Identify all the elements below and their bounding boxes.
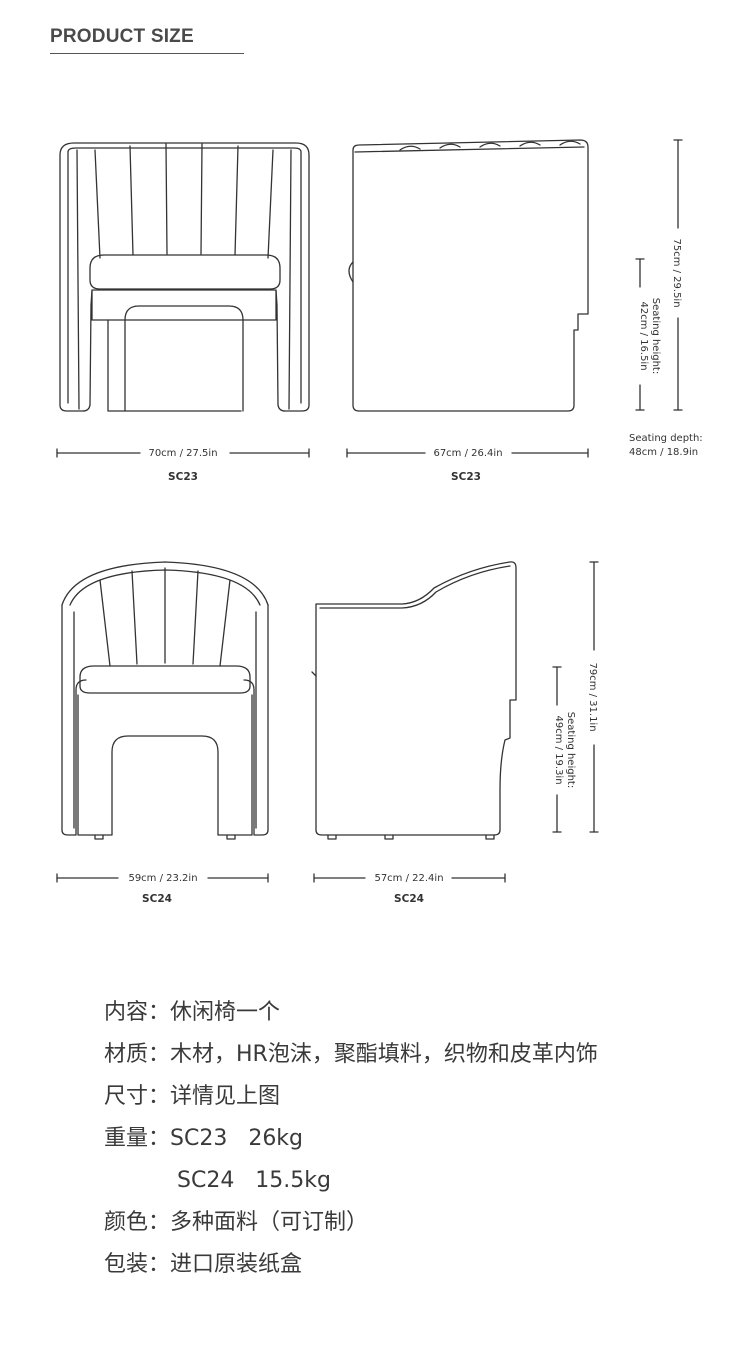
sc23-side-width-label: 67cm / 26.4in [433, 448, 502, 459]
spec-weight-sc24: SC24 15.5kg [177, 1168, 331, 1193]
sc24-side-view [311, 561, 517, 840]
sc23-front-width-label: 70cm / 27.5in [148, 448, 217, 459]
spec-material-label: 材质： [104, 1042, 171, 1067]
spec-package: 包装：进口原装纸盒 [104, 1254, 302, 1276]
spec-size-label: 尺寸： [104, 1084, 171, 1109]
sc24-seat-height-title: Seating height: [565, 712, 576, 788]
spec-content-label: 内容： [104, 1000, 171, 1025]
page-title: PRODUCT SIZE [50, 26, 194, 47]
spec-color-value: 多种面料（可订制） [170, 1210, 369, 1235]
sc24-side-width-label: 57cm / 22.4in [374, 873, 443, 884]
spec-size: 尺寸：详情见上图 [104, 1086, 280, 1108]
sc23-seat-height-label: 42cm / 16.5in [638, 301, 649, 370]
spec-weight-sc23: SC23 26kg [170, 1126, 304, 1151]
sc24-side-model-label: SC24 [394, 893, 424, 905]
dimension-drawings: 70cm / 27.5in SC23 67cm / 26.4in SC23 75… [56, 139, 703, 905]
spec-package-label: 包装： [104, 1252, 171, 1277]
sc23-side-model-label: SC23 [451, 471, 481, 483]
sc23-front-view [59, 142, 310, 412]
sc24-seat-height-label: 49cm / 19.3in [553, 715, 564, 784]
header-underline [50, 53, 244, 54]
sc23-seat-height-title: Seating height: [650, 298, 661, 374]
spec-color-label: 颜色： [104, 1210, 171, 1235]
sc24-front-model-label: SC24 [142, 893, 172, 905]
sc24-height-label: 79cm / 31.1in [587, 662, 598, 731]
sc24-front-view [61, 561, 269, 840]
spec-color: 颜色：多种面料（可订制） [104, 1212, 368, 1234]
sc23-seat-depth-title: Seating depth: [629, 433, 703, 444]
product-size-header: PRODUCT SIZE [50, 26, 194, 48]
sc24-front-width-label: 59cm / 23.2in [128, 873, 197, 884]
spec-package-value: 进口原装纸盒 [170, 1252, 303, 1277]
spec-weight-row-2: SC24 15.5kg [177, 1170, 331, 1192]
spec-weight-label: 重量： [104, 1126, 171, 1151]
sc23-front-model-label: SC23 [168, 471, 198, 483]
spec-material-value: 木材，HR泡沫，聚酯填料，织物和皮革内饰 [170, 1042, 598, 1067]
sc23-side-view [348, 139, 589, 412]
spec-content-value: 休闲椅一个 [170, 1000, 281, 1025]
spec-content: 内容：休闲椅一个 [104, 1002, 280, 1024]
spec-material: 材质：木材，HR泡沫，聚酯填料，织物和皮革内饰 [104, 1044, 598, 1066]
sc23-seat-depth-label: 48cm / 18.9in [629, 447, 698, 458]
sc23-height-label: 75cm / 29.5in [671, 238, 682, 307]
spec-size-value: 详情见上图 [170, 1084, 281, 1109]
spec-weight: 重量：SC23 26kg [104, 1128, 303, 1150]
